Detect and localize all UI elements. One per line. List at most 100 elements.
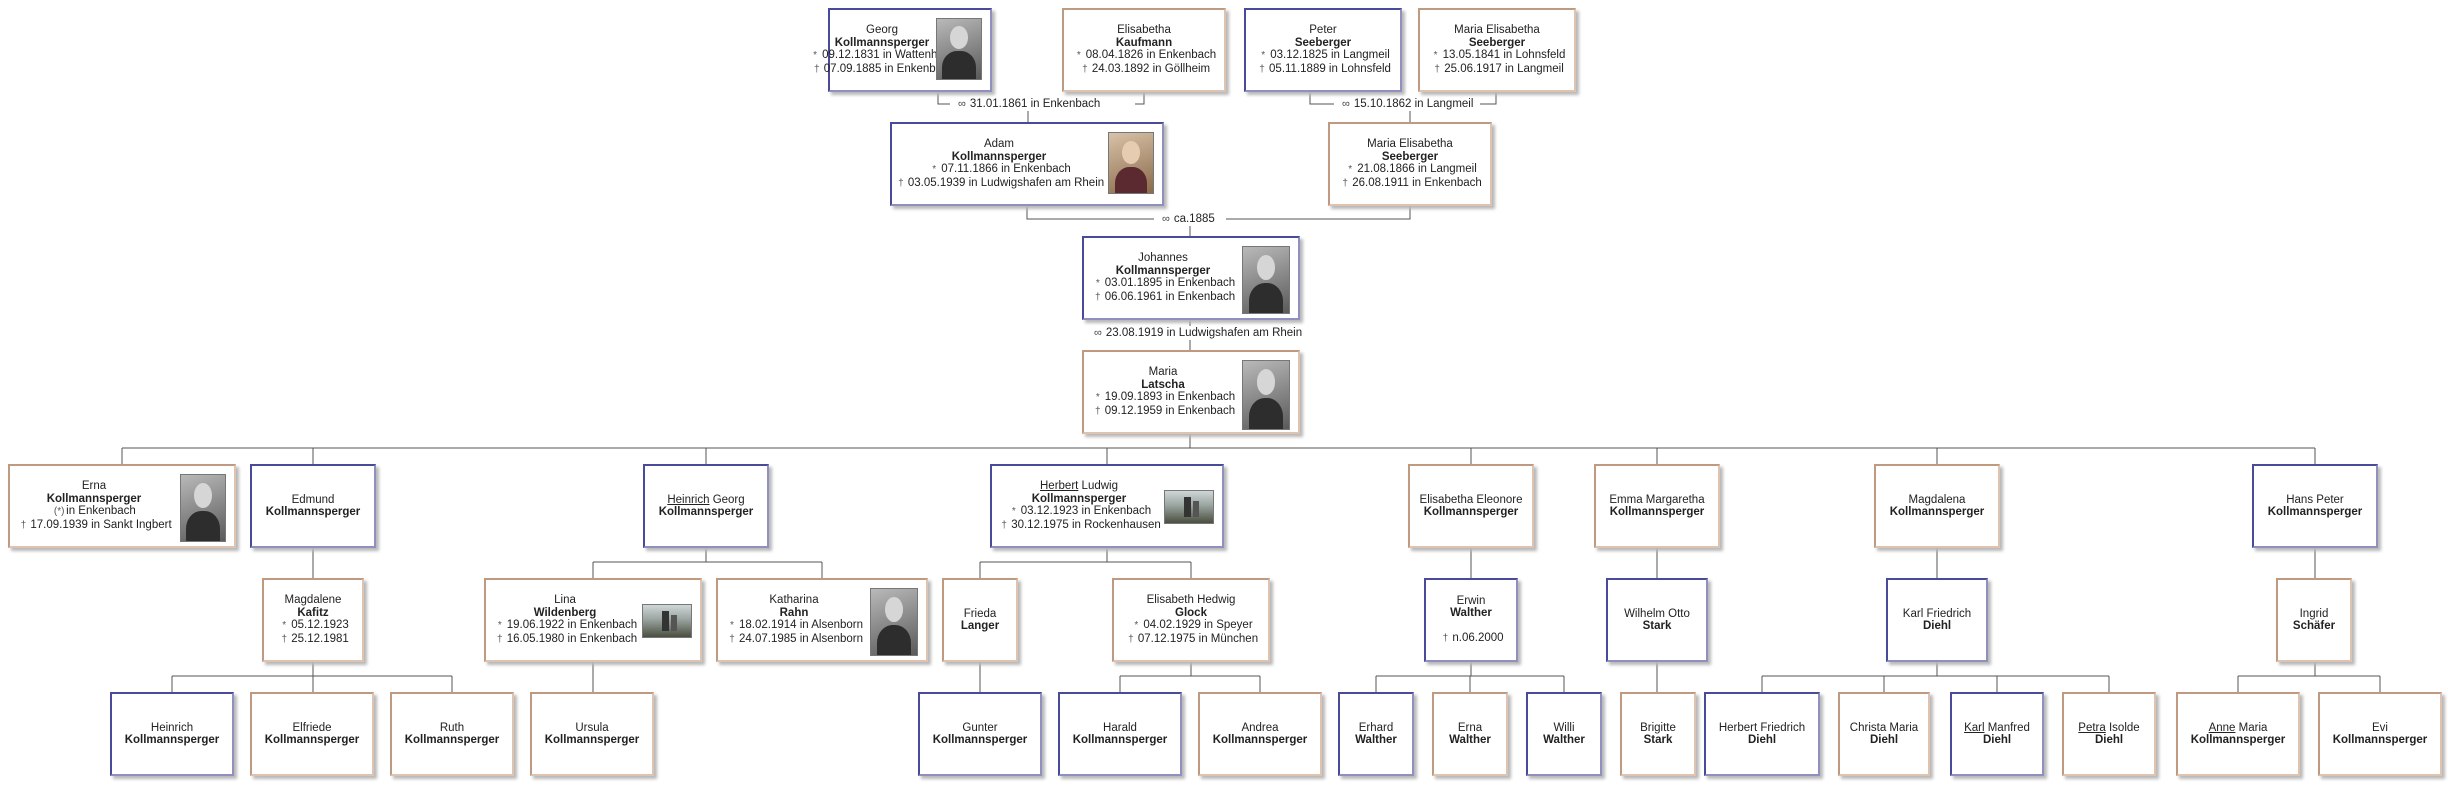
portrait-photo xyxy=(180,474,226,542)
surname: Schäfer xyxy=(2292,620,2336,632)
connector-line xyxy=(1226,206,1411,220)
surname: Kollmannsperger xyxy=(1031,492,1127,505)
person-wilhelm-otto-stark[interactable]: Wilhelm Otto Stark xyxy=(1606,578,1708,662)
birth-line: *07.11.1866 in Enkenbach xyxy=(927,163,1071,177)
given-name: Maria Elisabetha xyxy=(1454,24,1540,36)
given-name: Brigitte xyxy=(1640,721,1676,734)
given-name: Erwin xyxy=(1456,594,1486,607)
surname: Kaufmann xyxy=(1115,36,1173,49)
birth-icon: * xyxy=(1095,278,1100,289)
person-frieda-langer[interactable]: Frieda Langer xyxy=(942,578,1018,662)
person-katharina-rahn[interactable]: Katharina Rahn *18.02.1914 in Alsenborn … xyxy=(716,578,928,662)
person-peter[interactable]: Peter Seeberger *03.12.1825 in Langmeil … xyxy=(1244,8,1402,92)
given-name: Elfriede xyxy=(292,721,332,734)
person-heinrich-georg[interactable]: Heinrich Georg Kollmannsperger xyxy=(643,464,769,548)
surname: Kollmannsperger xyxy=(264,734,360,746)
landscape-photo xyxy=(1164,490,1214,524)
person-johannes[interactable]: Johannes Kollmannsperger *03.01.1895 in … xyxy=(1082,236,1300,320)
surname: Rahn xyxy=(779,606,809,619)
person-maria-latscha[interactable]: Maria Latscha *19.09.1893 in Enkenbach †… xyxy=(1082,350,1300,434)
given-name: Johannes xyxy=(1138,252,1188,264)
person-ingrid-schaefer[interactable]: Ingrid Schäfer xyxy=(2276,578,2352,662)
given-name: Andrea xyxy=(1241,721,1279,734)
birth-line: *05.12.1923 xyxy=(277,619,349,633)
death-icon: † xyxy=(1001,519,1007,531)
given-name: Elisabetha Eleonore xyxy=(1419,493,1523,506)
given-name: Emma Margaretha xyxy=(1609,493,1705,506)
person-adam[interactable]: Adam Kollmannsperger *07.11.1866 in Enke… xyxy=(890,122,1164,206)
death-icon: † xyxy=(1259,63,1265,75)
given-name: Christa Maria xyxy=(1849,721,1919,734)
death-icon: † xyxy=(1094,291,1101,303)
birth-icon: * xyxy=(282,620,287,631)
death-line: †05.11.1889 in Lohnsfeld xyxy=(1255,63,1391,77)
person-magdalena[interactable]: Magdalena Kollmannsperger xyxy=(1874,464,2000,548)
surname: Kollmannsperger xyxy=(46,492,142,505)
person-erna-kollmannsperger[interactable]: Erna Kollmannsperger (*)in Enkenbach †17… xyxy=(8,464,236,548)
birth-icon: * xyxy=(730,620,734,631)
person-lina-wildenberg[interactable]: Lina Wildenberg *19.06.1922 in Enkenbach… xyxy=(484,578,702,662)
birth-icon: * xyxy=(813,50,818,61)
surname: Seeberger xyxy=(1381,150,1439,163)
person-magdalene-kafitz[interactable]: Magdalene Kafitz *05.12.1923 †25.12.1981 xyxy=(262,578,364,662)
person-erwin-walther[interactable]: Erwin Walther †n.06.2000 xyxy=(1424,578,1518,662)
surname: Walther xyxy=(1355,734,1397,746)
birth-icon: * xyxy=(1134,620,1139,631)
person-hans-peter[interactable]: Hans Peter Kollmannsperger xyxy=(2252,464,2378,548)
birth-line: *19.09.1893 in Enkenbach xyxy=(1091,391,1235,405)
person-karl-friedrich-diehl[interactable]: Karl Friedrich Diehl xyxy=(1886,578,1988,662)
death-line: †n.06.2000 xyxy=(1438,632,1504,646)
given-name: Lina xyxy=(554,594,576,606)
marriage-label: ∞15.10.1862 in Langmeil xyxy=(1340,98,1476,111)
surname: Kollmannsperger xyxy=(834,36,930,49)
connector-line xyxy=(937,92,950,105)
person-elisabeth-hedwig-glock[interactable]: Elisabeth Hedwig Glock *04.02.1929 in Sp… xyxy=(1112,578,1270,662)
surname: Kollmannsperger xyxy=(1115,264,1211,277)
person-maria-elisabetha-seeberger-2[interactable]: Maria Elisabetha Seeberger *21.08.1866 i… xyxy=(1328,122,1492,206)
surname: Kollmannsperger xyxy=(124,734,220,746)
surname: Wildenberg xyxy=(533,606,597,619)
surname: Kollmannsperger xyxy=(404,734,500,746)
given-name: Ingrid xyxy=(2299,607,2329,620)
death-line: †07.09.1885 in Enkenbach xyxy=(810,63,954,77)
given-name: Wilhelm Otto xyxy=(1624,607,1690,620)
surname: Seeberger xyxy=(1468,36,1526,49)
death-line: †03.05.1939 in Ludwigshafen am Rhein xyxy=(894,177,1104,191)
person-herbert-ludwig[interactable]: Herbert Ludwig Kollmannsperger *03.12.19… xyxy=(990,464,1224,548)
given-name: Magdalena xyxy=(1908,493,1966,506)
given-name: Elisabetha xyxy=(1117,24,1171,36)
person-emma-margaretha[interactable]: Emma Margaretha Kollmannsperger xyxy=(1594,464,1720,548)
person-maria-elisabetha-seeberger-1[interactable]: Maria Elisabetha Seeberger *13.05.1841 i… xyxy=(1418,8,1576,92)
marriage-icon: ∞ xyxy=(958,98,966,110)
person-elisabetha-eleonore[interactable]: Elisabetha Eleonore Kollmannsperger xyxy=(1408,464,1534,548)
person-georg[interactable]: Georg Kollmannsperger *09.12.1831 in Wat… xyxy=(813,8,992,92)
connector-line xyxy=(1026,206,1154,220)
person-edmund[interactable]: Edmund Kollmannsperger xyxy=(250,464,376,548)
surname: Diehl xyxy=(1982,734,2012,746)
death-icon: † xyxy=(729,633,735,645)
surname: Latscha xyxy=(1141,378,1185,391)
surname: Stark xyxy=(1642,620,1672,632)
connector-line xyxy=(1135,92,1145,105)
birth-icon: * xyxy=(1076,50,1081,61)
person-elisabetha-kaufmann[interactable]: Elisabetha Kaufmann *08.04.1826 in Enken… xyxy=(1062,8,1226,92)
surname: Walther xyxy=(1543,734,1585,746)
given-name: Katharina xyxy=(769,594,819,606)
